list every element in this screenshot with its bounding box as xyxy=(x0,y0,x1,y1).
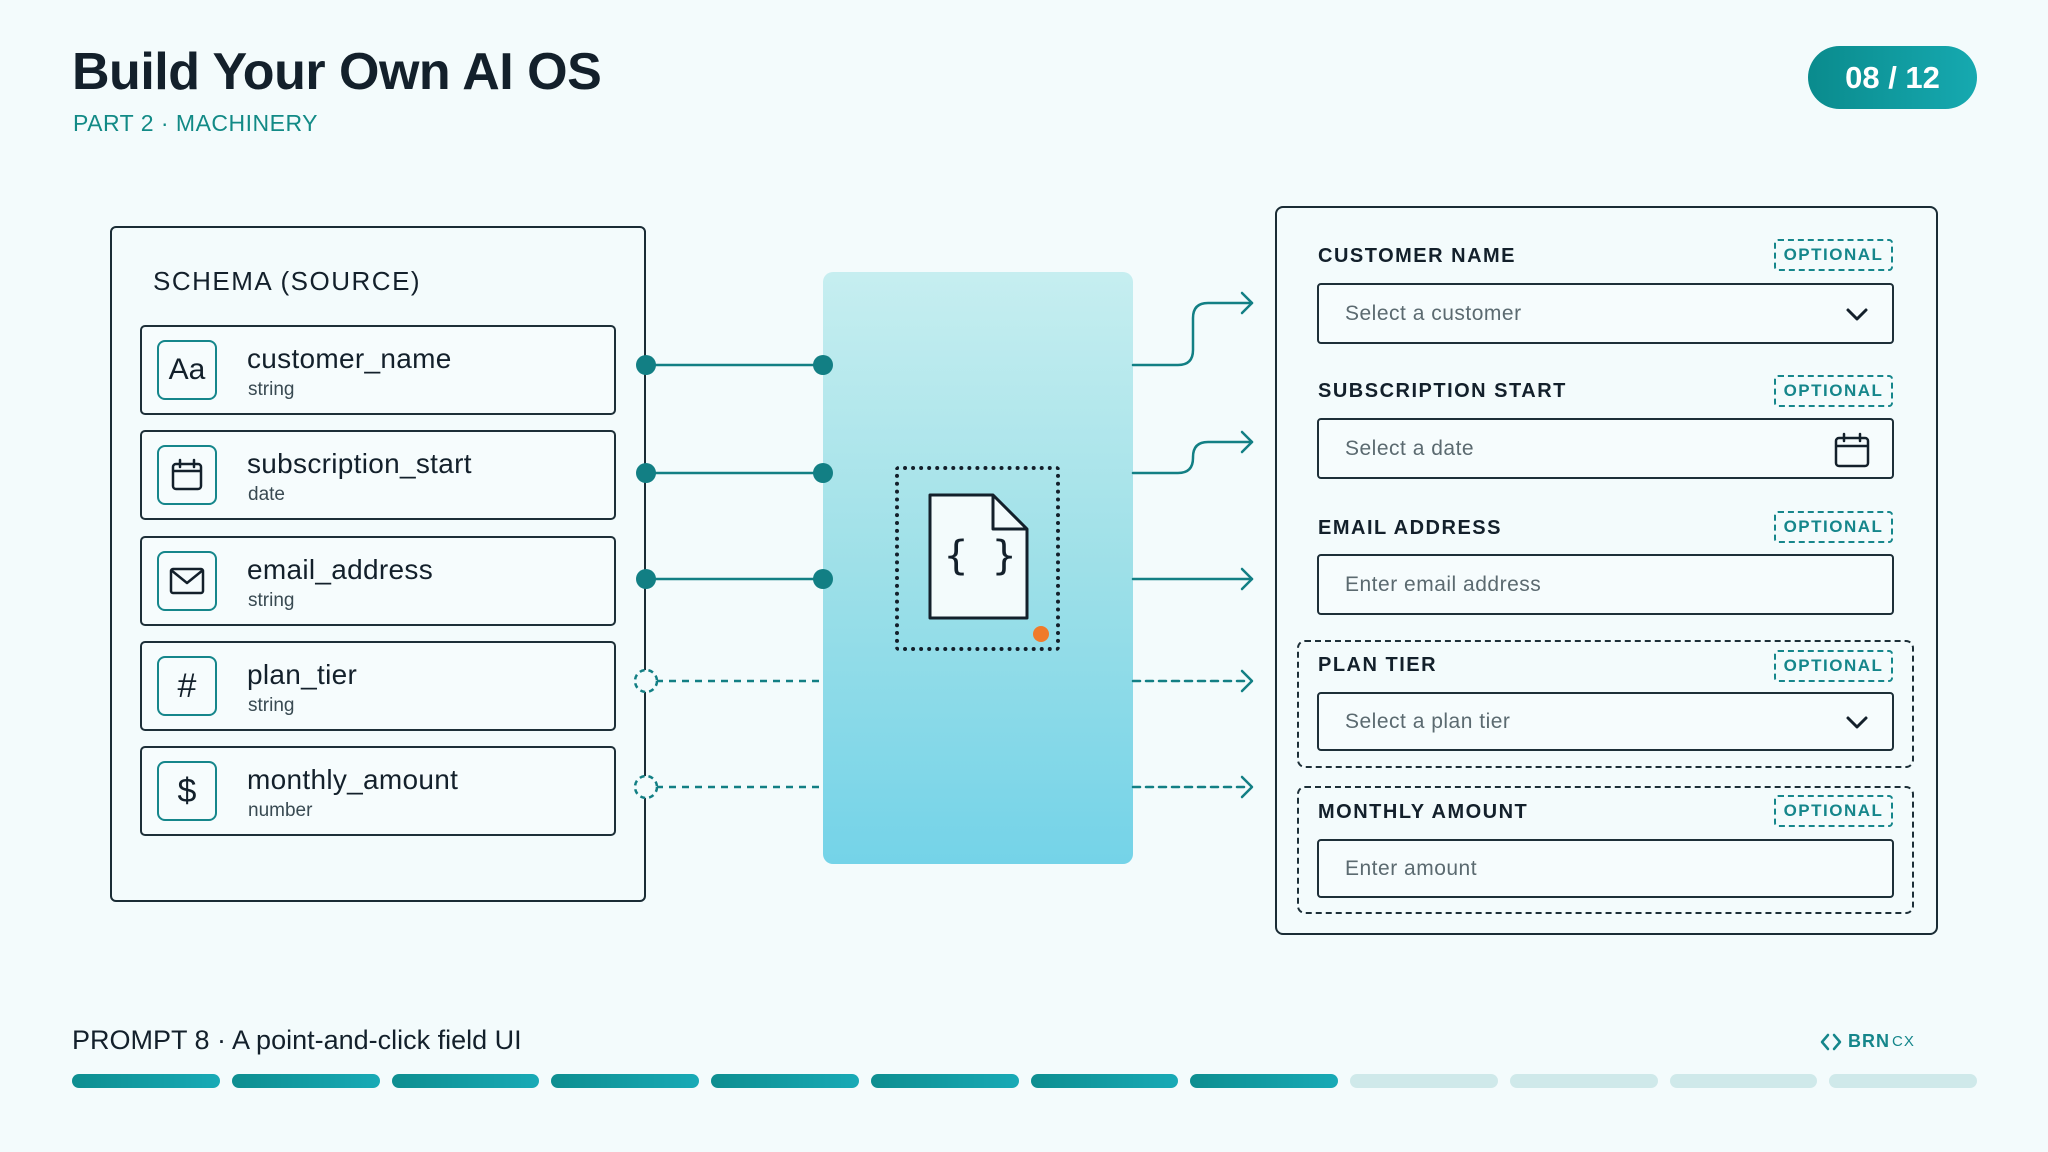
target-handle xyxy=(813,463,833,483)
calendar-icon[interactable] xyxy=(1834,432,1870,473)
slide-title: Build Your Own AI OS xyxy=(72,43,602,101)
mail-icon xyxy=(157,551,217,611)
monthly-amount-input[interactable]: Enter amount xyxy=(1317,839,1894,898)
brand-suffix: CX xyxy=(1892,1033,1915,1050)
progress-segment-4 xyxy=(551,1074,699,1088)
label-plan-tier: PLAN TIER xyxy=(1318,654,1438,676)
optional-badge: OPTIONAL xyxy=(1774,795,1893,827)
progress-bar xyxy=(72,1074,1977,1088)
brand-logo: BRN CX xyxy=(1820,1031,1915,1052)
calendar-icon xyxy=(157,445,217,505)
output-arrow-subscription-start xyxy=(1131,440,1254,475)
empty-source-handle xyxy=(633,668,659,694)
target-handle xyxy=(813,569,833,589)
schema-field-customer-name[interactable]: Aa customer_name string xyxy=(140,325,616,415)
output-arrow-customer-name xyxy=(1131,301,1254,367)
field-name: subscription_start xyxy=(247,448,472,479)
source-handle xyxy=(636,355,656,375)
plan-tier-select[interactable]: Select a plan tier xyxy=(1317,692,1894,751)
transformer-dotted-frame xyxy=(895,466,1060,651)
optional-group-plan-tier xyxy=(1297,640,1914,768)
progress-segment-11 xyxy=(1669,1074,1818,1088)
code-icon xyxy=(1820,1033,1842,1050)
field-type: string xyxy=(248,590,295,611)
schema-field-email-address[interactable]: email_address string xyxy=(140,536,616,626)
field-type: string xyxy=(248,379,295,400)
subscription-start-datepicker[interactable]: Select a date xyxy=(1317,418,1894,479)
optional-badge: OPTIONAL xyxy=(1774,239,1893,271)
subscription-start-placeholder: Select a date xyxy=(1345,437,1475,460)
field-type: string xyxy=(248,695,295,716)
plan-tier-placeholder: Select a plan tier xyxy=(1345,710,1511,733)
chevron-down-icon xyxy=(1844,709,1870,740)
progress-segment-1 xyxy=(72,1074,220,1088)
schema-field-subscription-start[interactable]: subscription_start date xyxy=(140,430,616,520)
optional-badge: OPTIONAL xyxy=(1774,650,1893,682)
target-handle xyxy=(813,355,833,375)
field-type: date xyxy=(248,484,285,505)
progress-segment-8 xyxy=(1190,1074,1338,1088)
email-address-placeholder: Enter email address xyxy=(1345,573,1542,596)
json-braces-glyph: { } xyxy=(944,533,1017,579)
schema-panel xyxy=(110,226,646,902)
json-file-icon xyxy=(928,493,1029,620)
dollar-icon: $ xyxy=(157,761,217,821)
progress-segment-3 xyxy=(391,1074,540,1088)
monthly-amount-placeholder: Enter amount xyxy=(1345,857,1478,880)
optional-badge: OPTIONAL xyxy=(1774,511,1893,543)
progress-segment-9 xyxy=(1350,1074,1498,1088)
label-customer-name: CUSTOMER NAME xyxy=(1318,245,1517,267)
slide-subtitle: PART 2 · MACHINERY xyxy=(73,110,319,136)
optional-group-monthly-amount xyxy=(1297,786,1914,914)
brand-prefix: BRN xyxy=(1848,1031,1890,1051)
progress-segment-5 xyxy=(711,1074,859,1088)
generated-form-panel xyxy=(1275,206,1938,935)
progress-segment-10 xyxy=(1509,1074,1658,1088)
progress-segment-6 xyxy=(870,1074,1019,1088)
field-name: email_address xyxy=(247,554,433,585)
progress-segment-12 xyxy=(1829,1074,1977,1088)
empty-source-handle xyxy=(633,774,659,800)
schema-field-plan-tier[interactable]: # plan_tier string xyxy=(140,641,616,731)
field-name: plan_tier xyxy=(247,659,358,690)
hash-icon: # xyxy=(157,656,217,716)
field-name: customer_name xyxy=(247,343,452,374)
customer-name-placeholder: Select a customer xyxy=(1345,302,1522,325)
prompt-caption: PROMPT 8 · A point-and-click field UI xyxy=(72,1025,522,1055)
label-monthly-amount: MONTHLY AMOUNT xyxy=(1318,801,1529,823)
customer-name-select[interactable]: Select a customer xyxy=(1317,283,1894,344)
chevron-down-icon xyxy=(1844,301,1870,332)
schema-field-monthly-amount[interactable]: $ monthly_amount number xyxy=(140,746,616,836)
status-dot xyxy=(1033,626,1049,642)
page-indicator: 08 / 12 xyxy=(1808,46,1977,109)
progress-segment-2 xyxy=(231,1074,380,1088)
text-icon: Aa xyxy=(157,340,217,400)
field-type: number xyxy=(248,800,313,821)
progress-segment-7 xyxy=(1030,1074,1179,1088)
schema-title: SCHEMA (SOURCE) xyxy=(153,266,422,296)
label-email-address: EMAIL ADDRESS xyxy=(1318,517,1502,539)
label-subscription-start: SUBSCRIPTION START xyxy=(1318,380,1567,402)
source-handle xyxy=(636,463,656,483)
field-name: monthly_amount xyxy=(247,764,459,795)
source-handle xyxy=(636,569,656,589)
optional-badge: OPTIONAL xyxy=(1774,375,1893,407)
email-address-input[interactable]: Enter email address xyxy=(1317,554,1894,615)
